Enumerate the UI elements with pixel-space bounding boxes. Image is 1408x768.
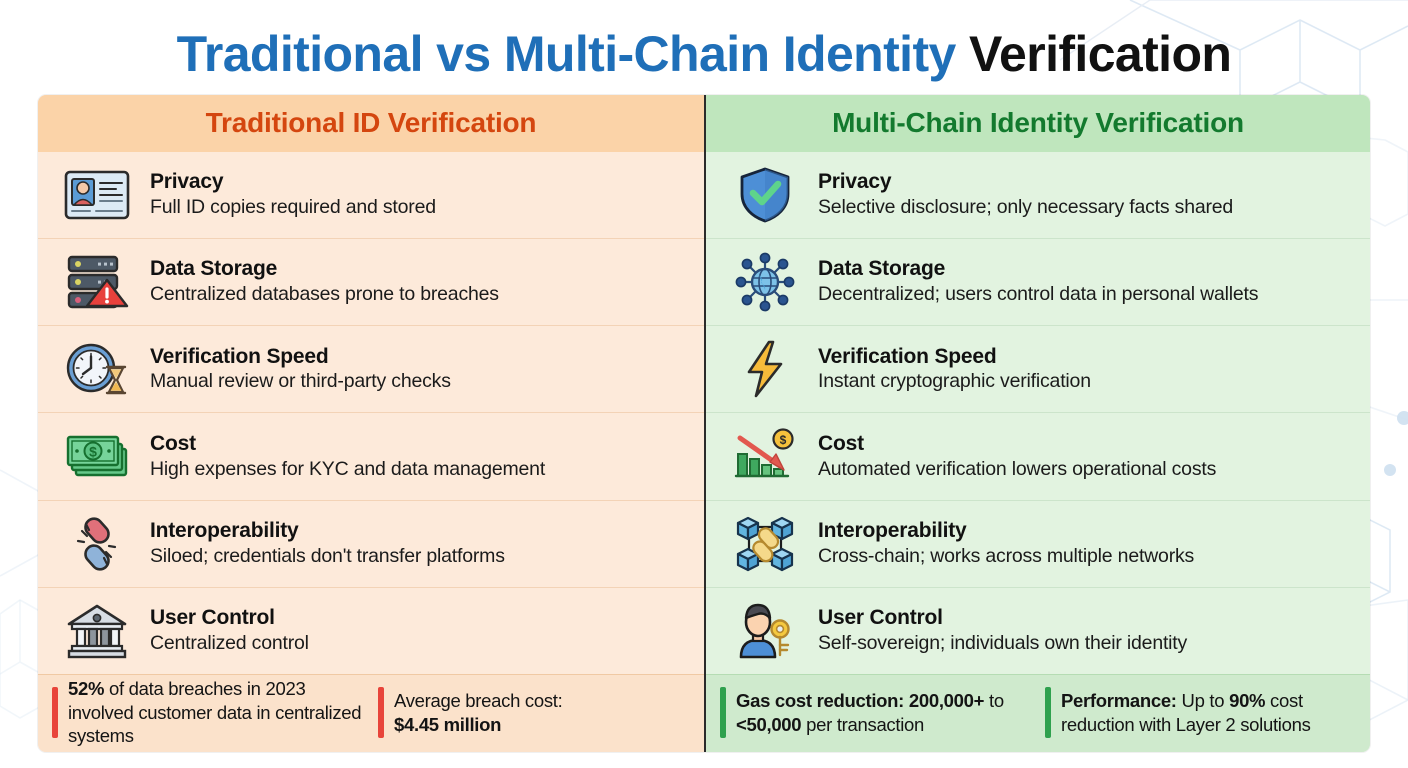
row-description: Cross-chain; works across multiple netwo… <box>818 544 1195 567</box>
table-row[interactable]: Verification Speed Manual review or thir… <box>38 325 704 412</box>
row-text: Cost High expenses for KYC and data mana… <box>150 432 545 481</box>
comparison-table: Traditional ID Verification <box>38 94 1370 752</box>
stat-emphasis: Performance: <box>1061 689 1177 711</box>
rows-multichain: Privacy Selective disclosure; only neces… <box>706 152 1370 675</box>
row-text: Verification Speed Instant cryptographic… <box>818 345 1091 394</box>
row-text: Data Storage Centralized databases prone… <box>150 257 499 306</box>
row-description: Instant cryptographic verification <box>818 370 1091 393</box>
stat-emphasis: 90% <box>1229 689 1266 711</box>
stat-item: Average breach cost: $4.45 million <box>378 683 692 742</box>
row-title: Data Storage <box>818 257 946 281</box>
row-description: Centralized databases prone to breaches <box>150 283 499 306</box>
row-description: Decentralized; users control data in per… <box>818 283 1259 306</box>
id-card-icon <box>60 164 134 226</box>
stat-text: Gas cost reduction: 200,000+ to <50,000 … <box>736 689 1033 736</box>
row-text: Cost Automated verification lowers opera… <box>818 432 1216 481</box>
table-row[interactable]: $ Cost High expenses for KYC and data ma… <box>38 412 704 499</box>
row-description: Automated verification lowers operationa… <box>818 457 1217 480</box>
table-row[interactable]: $ Cost Automated verification lowers ope… <box>706 412 1370 499</box>
stat-item: 52% of data breaches in 2023 involved cu… <box>52 678 366 746</box>
stat-item: Gas cost reduction: 200,000+ to <50,000 … <box>720 683 1033 742</box>
table-row[interactable]: Interoperability Siloed; credentials don… <box>38 499 704 587</box>
row-title: Privacy <box>150 170 224 194</box>
stat-text: Performance: Up to 90% cost reduction wi… <box>1061 689 1358 736</box>
row-text: Privacy Selective disclosure; only neces… <box>818 170 1233 219</box>
cash-stack-icon: $ <box>60 425 134 487</box>
table-row[interactable]: Data Storage Centralized databases prone… <box>38 237 704 325</box>
stat-accent-bar <box>52 687 58 738</box>
stat-body: Average breach cost: <box>394 689 563 711</box>
svg-text:$: $ <box>780 433 787 447</box>
table-row[interactable]: Privacy Selective disclosure; only neces… <box>706 152 1370 238</box>
row-description: High expenses for KYC and data managemen… <box>150 457 546 480</box>
network-globe-icon <box>728 251 802 313</box>
row-description: Siloed; credentials don't transfer platf… <box>150 544 505 567</box>
stat-emphasis: $4.45 million <box>394 713 502 735</box>
row-title: Cost <box>150 431 196 455</box>
page-title: Traditional vs Multi-Chain Identity Veri… <box>38 28 1370 81</box>
stat-body: Up to <box>1176 689 1230 711</box>
row-title: User Control <box>150 606 275 630</box>
stat-emphasis: <50,000 <box>736 713 802 735</box>
column-multichain: Multi-Chain Identity Verification Privac… <box>704 94 1370 752</box>
stat-body: of data breaches in 2023 involved custom… <box>68 678 362 747</box>
row-text: User Control Centralized control <box>150 606 309 655</box>
column-header-traditional: Traditional ID Verification <box>38 94 704 152</box>
row-text: User Control Self-sovereign; individuals… <box>818 606 1187 655</box>
person-key-icon <box>728 600 802 662</box>
stat-accent-bar <box>1045 687 1051 738</box>
blockchain-cubes-link-icon <box>728 513 802 575</box>
row-text: Interoperability Siloed; credentials don… <box>150 519 505 568</box>
row-title: Interoperability <box>818 519 967 543</box>
row-text: Data Storage Decentralized; users contro… <box>818 257 1259 306</box>
row-description: Self-sovereign; individuals own their id… <box>818 632 1188 655</box>
row-title: Cost <box>818 431 864 455</box>
table-row[interactable]: User Control Centralized control <box>38 586 704 674</box>
table-row[interactable]: Verification Speed Instant cryptographic… <box>706 325 1370 412</box>
table-row[interactable]: User Control Self-sovereign; individuals… <box>706 586 1370 674</box>
stat-accent-bar <box>378 687 384 738</box>
column-traditional: Traditional ID Verification <box>38 94 704 752</box>
column-header-multichain: Multi-Chain Identity Verification <box>706 94 1370 152</box>
row-text: Interoperability Cross-chain; works acro… <box>818 519 1194 568</box>
row-description: Full ID copies required and stored <box>150 195 436 218</box>
stat-text: Average breach cost: $4.45 million <box>394 689 563 736</box>
shield-check-icon <box>728 164 802 226</box>
stat-text: 52% of data breaches in 2023 involved cu… <box>68 677 366 748</box>
cost-down-chart-icon: $ <box>728 425 802 487</box>
stat-body: per transaction <box>801 713 925 735</box>
row-text: Verification Speed Manual review or thir… <box>150 345 451 394</box>
row-title: Data Storage <box>150 257 278 281</box>
lightning-bolt-icon <box>728 338 802 400</box>
table-row[interactable]: Privacy Full ID copies required and stor… <box>38 152 704 238</box>
server-warning-icon <box>60 251 134 313</box>
row-description: Selective disclosure; only necessary fac… <box>818 195 1234 218</box>
bank-building-icon <box>60 600 134 662</box>
page-title-highlight: Traditional vs Multi-Chain Identity <box>176 26 957 82</box>
clock-hourglass-icon <box>60 338 134 400</box>
row-title: Verification Speed <box>150 344 329 368</box>
table-row[interactable]: Data Storage Decentralized; users contro… <box>706 237 1370 325</box>
stat-item: Performance: Up to 90% cost reduction wi… <box>1045 683 1358 742</box>
row-title: Privacy <box>818 170 892 194</box>
stat-accent-bar <box>720 687 726 738</box>
stat-body: to <box>984 689 1004 711</box>
rows-traditional: Privacy Full ID copies required and stor… <box>38 152 704 675</box>
stats-traditional: 52% of data breaches in 2023 involved cu… <box>38 674 704 752</box>
row-title: Verification Speed <box>818 344 997 368</box>
page-title-container: Traditional vs Multi-Chain Identity Veri… <box>38 18 1370 95</box>
row-title: Interoperability <box>150 519 299 543</box>
stat-emphasis: Gas cost reduction: 200,000+ <box>736 689 985 711</box>
row-title: User Control <box>818 606 943 630</box>
row-description: Manual review or third-party checks <box>150 370 451 393</box>
page-title-rest: Verification <box>955 26 1232 82</box>
stat-emphasis: 52% <box>68 678 105 699</box>
broken-chain-icon <box>60 513 134 575</box>
row-description: Centralized control <box>150 632 309 655</box>
table-row[interactable]: Interoperability Cross-chain; works acro… <box>706 499 1370 587</box>
stats-multichain: Gas cost reduction: 200,000+ to <50,000 … <box>706 674 1370 752</box>
row-text: Privacy Full ID copies required and stor… <box>150 170 436 219</box>
svg-text:$: $ <box>89 444 97 460</box>
